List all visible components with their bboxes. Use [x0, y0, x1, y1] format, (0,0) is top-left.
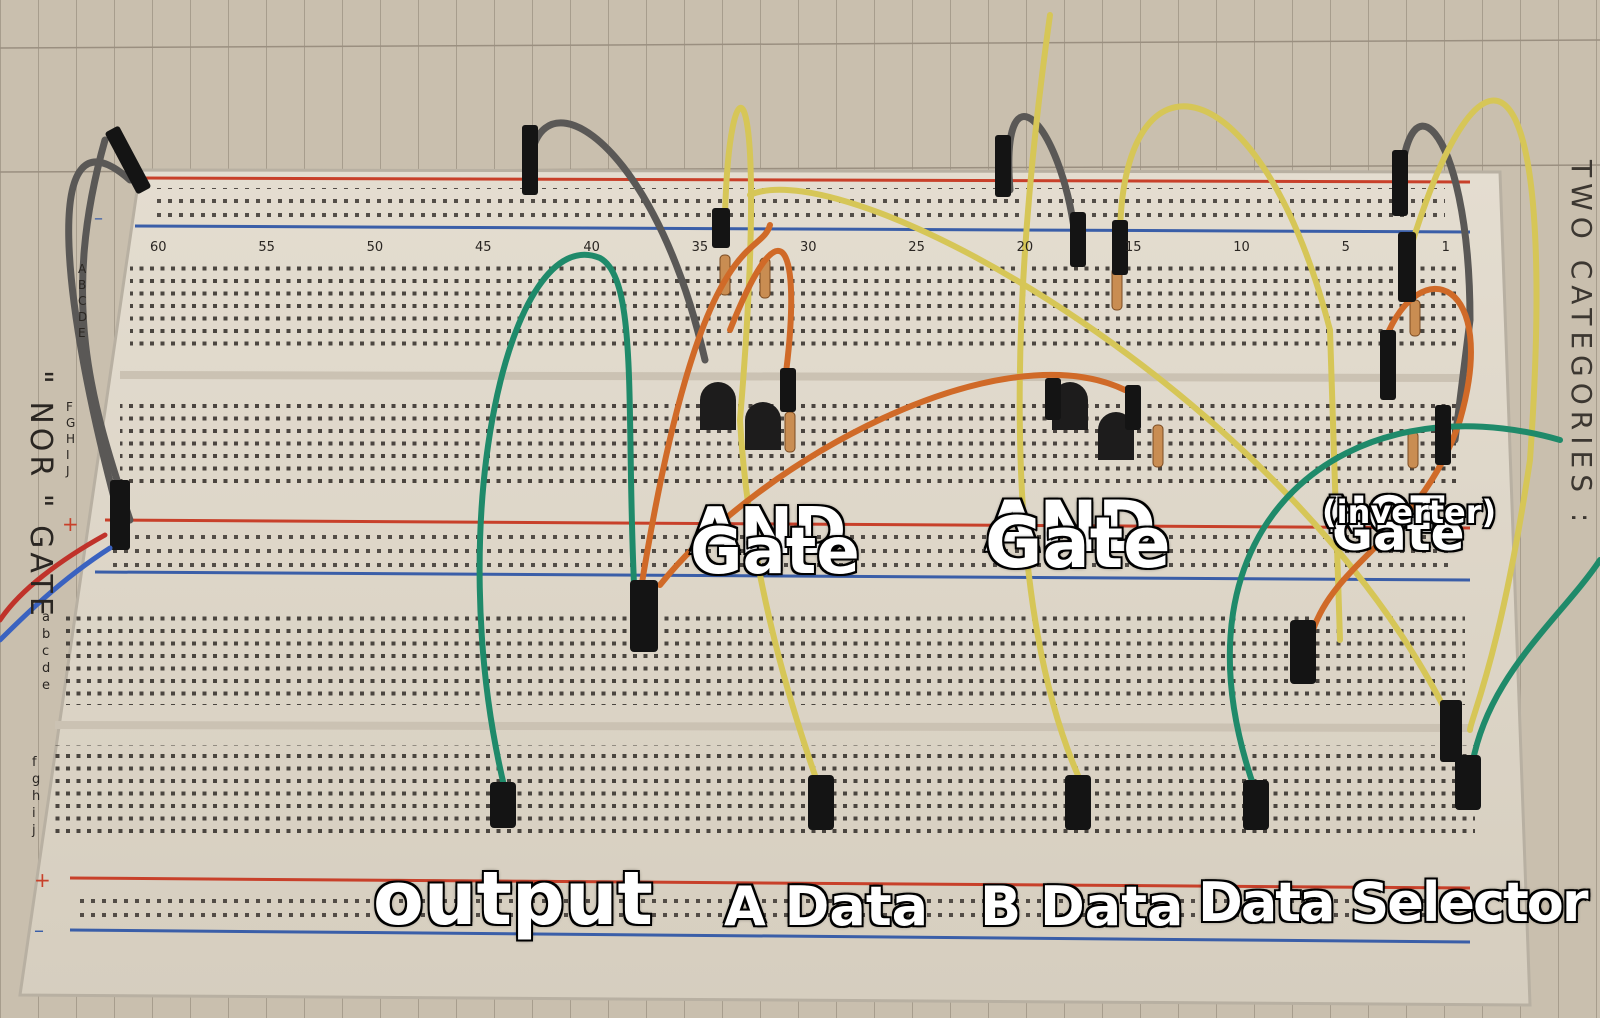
a-data-label: A Data: [722, 875, 929, 938]
column-number: 50: [366, 240, 384, 255]
row-letter: g: [32, 772, 41, 787]
row-letter: j: [32, 823, 36, 838]
and-gate-label-line: Gate: [984, 502, 1173, 584]
row-letter: i: [32, 806, 36, 821]
row-letters-bottom: f g h i j: [32, 755, 48, 838]
and-gate-label-line: AND: [688, 495, 847, 569]
row-letter: B: [78, 278, 87, 292]
row-letter: J: [66, 464, 70, 478]
row-letter: C: [78, 294, 87, 308]
column-number: 40: [583, 240, 600, 255]
row-letter: e: [42, 678, 50, 693]
column-number: 25: [908, 240, 925, 255]
row-letter: f: [32, 755, 37, 770]
row-letter: G: [66, 416, 76, 430]
not-gate-label-line: NOT: [1324, 486, 1445, 544]
column-number: 60: [150, 240, 167, 255]
row-letter: I: [66, 448, 70, 462]
rail-plus-mark: +: [62, 512, 79, 536]
row-letter: a: [42, 610, 50, 625]
wire-connectors: [105, 125, 1481, 830]
and-gate-label-line: Gate: [689, 515, 862, 589]
rail-minus-mark: –: [34, 918, 44, 942]
row-letter: d: [42, 661, 51, 676]
row-letters-top: A B C D E: [78, 262, 94, 340]
rail-plus-mark: +: [34, 868, 51, 892]
column-number: 45: [474, 240, 492, 255]
column-number: 15: [1124, 240, 1142, 255]
row-letter: A: [78, 262, 87, 276]
b-data-label: B Data: [978, 875, 1184, 938]
row-letter: h: [32, 789, 41, 804]
data-selector-label: Data Selector: [1197, 871, 1591, 934]
power-leads: [0, 532, 113, 643]
row-letters-lower: a b c d e: [42, 610, 58, 693]
column-number: 20: [1016, 240, 1034, 255]
column-number: 1: [1441, 240, 1450, 255]
transistor-group: [700, 382, 1134, 460]
row-letter: H: [66, 432, 76, 446]
row-letter: b: [42, 627, 51, 642]
column-number: 5: [1341, 240, 1350, 255]
row-letter: D: [78, 310, 88, 324]
output-label: output: [372, 856, 655, 942]
paper-note-right: TWO CATEGORIES :: [1565, 160, 1598, 529]
column-number: 10: [1233, 240, 1250, 255]
column-number: 35: [691, 240, 709, 255]
gray-wires: [65, 113, 1474, 524]
row-letter: F: [66, 400, 73, 414]
row-letters-mid: F G H I J: [66, 400, 82, 478]
row-letter: c: [42, 644, 50, 659]
rail-minus-mark: –: [94, 208, 103, 229]
and-gate-label-line: AND: [984, 486, 1158, 568]
orange-wires: [637, 222, 1474, 643]
row-letter: E: [78, 326, 86, 340]
green-wires: [476, 251, 1600, 793]
yellow-wires: [722, 12, 1540, 793]
column-number: 55: [258, 240, 275, 255]
column-numbers-row: 60 55 50 45 40 35 30 25 20 15 10 5 1: [150, 240, 1450, 258]
not-gate-label-line: Gate: [1331, 504, 1467, 562]
column-number: 30: [799, 240, 817, 255]
paper-note-left: " NOR " GATE: [23, 370, 58, 620]
not-gate-label-line: (inverter): [1320, 493, 1497, 531]
